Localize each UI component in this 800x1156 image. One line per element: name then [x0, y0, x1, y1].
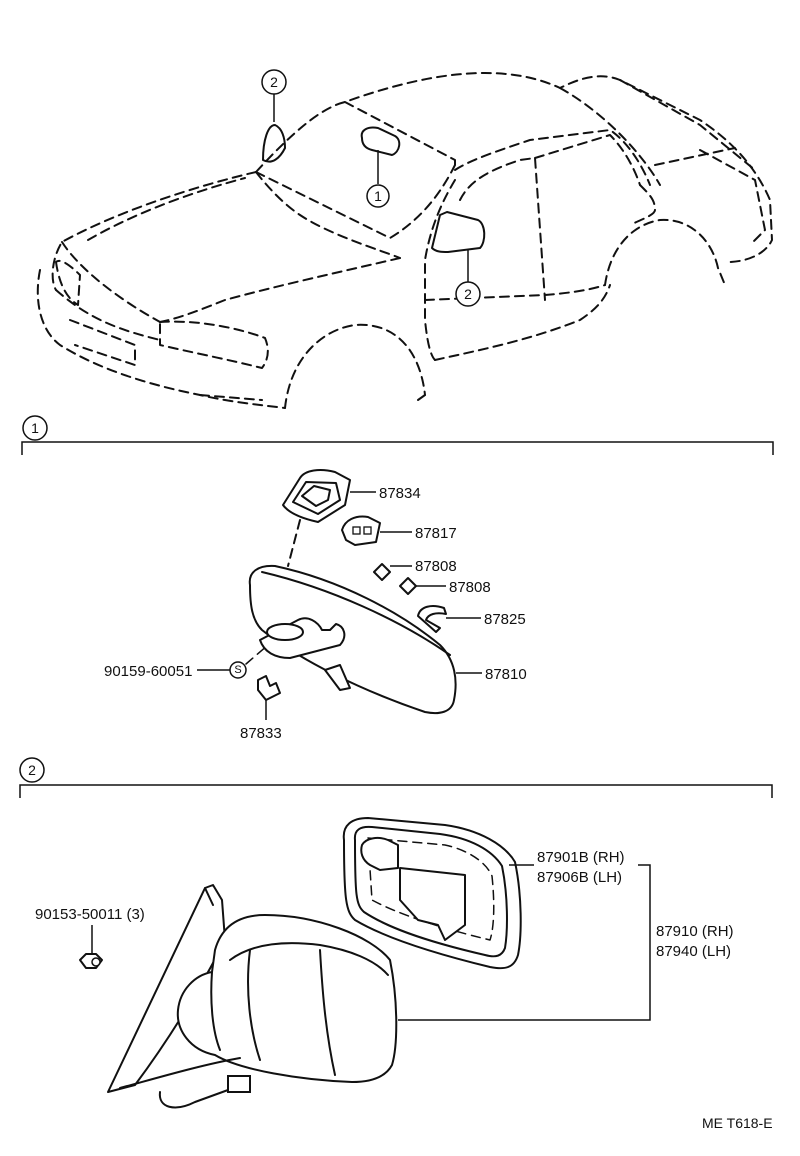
- label-87834: 87834: [379, 485, 421, 502]
- part-90159-screw: S 90159-60051: [104, 644, 269, 680]
- section1-header: 1: [21, 415, 774, 455]
- label-90159-60051: 90159-60051: [104, 663, 192, 680]
- part-87808-clip-b: 87808: [399, 577, 491, 596]
- part-87808-clip-a: 87808: [373, 558, 457, 581]
- label-90153-50011: 90153-50011 (3): [35, 906, 145, 923]
- section1-number: 1: [31, 420, 39, 436]
- callout-door-mirror: 2: [464, 286, 472, 302]
- diagram-code: ME T618-E: [702, 1115, 773, 1131]
- label-87910: 87910 (RH): [656, 923, 734, 940]
- section2-door-mirror: 90153-50011 (3) 87901B (RH) 87906B (LH) …: [35, 817, 734, 1109]
- label-87906b: 87906B (LH): [537, 869, 622, 886]
- car-outline: [36, 72, 773, 409]
- screw-mark: S: [234, 664, 241, 676]
- inside-mirror-on-car: 1: [360, 126, 401, 208]
- label-87810: 87810: [485, 666, 527, 683]
- label-87825: 87825: [484, 611, 526, 628]
- part-87810-mirror: 87810: [248, 564, 527, 715]
- section1-inside-mirror: 87834 87817 87808 87808 87825: [104, 469, 527, 742]
- label-87808-b: 87808: [449, 579, 491, 596]
- label-87817: 87817: [415, 525, 457, 542]
- label-87940: 87940 (LH): [656, 943, 731, 960]
- part-87910-mirror-assembly: [107, 884, 398, 1109]
- door-mirror-on-car: 2 2: [261, 69, 486, 307]
- callout-inside-mirror: 1: [374, 188, 382, 204]
- label-87808-a: 87808: [415, 558, 457, 575]
- part-87825-clip: 87825: [417, 605, 526, 633]
- label-87901b: 87901B (RH): [537, 849, 625, 866]
- label-87833: 87833: [240, 725, 282, 742]
- section2-number: 2: [28, 762, 36, 778]
- part-90153-nut: 90153-50011 (3): [35, 906, 145, 969]
- part-87817-bracket: 87817: [341, 515, 457, 546]
- part-87833-clip: 87833: [240, 675, 282, 742]
- section2-header: 2: [19, 757, 773, 798]
- part-87901b-mirror-glass: 87901B (RH) 87906B (LH): [342, 817, 625, 970]
- part-87834-cover: 87834: [282, 469, 421, 523]
- callout-top-mirror: 2: [270, 74, 278, 90]
